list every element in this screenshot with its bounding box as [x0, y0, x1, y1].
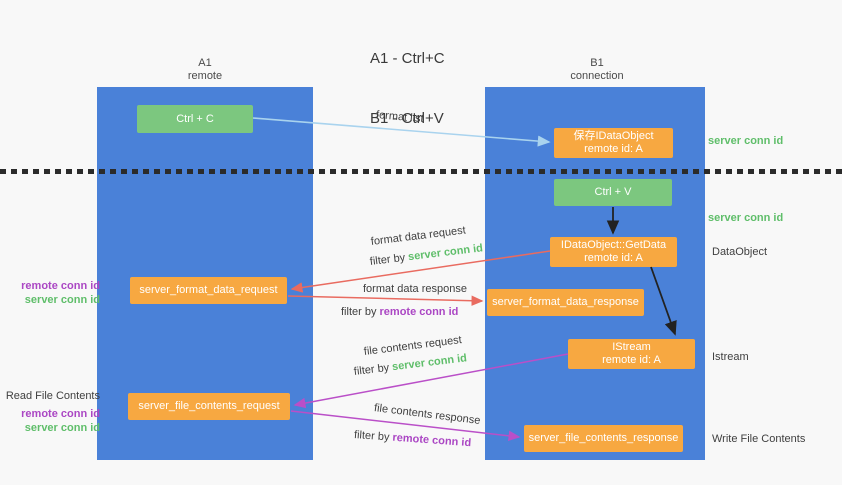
filter-by-text: filter by [353, 361, 393, 378]
lane-a1-name: A1 [198, 57, 212, 69]
node-ctrl-c: Ctrl + C [137, 105, 253, 133]
node-server-file-contents-request: server_file_contents_request [128, 393, 290, 420]
filter-by-text: filter by [369, 251, 409, 268]
node-save-idataobject-label: 保存IDataObject remote id: A [573, 130, 653, 156]
file-contents-response-filter-label: filter by remote conn id [354, 429, 472, 450]
lane-b1-name: B1 [590, 57, 604, 69]
server-conn-id-note: server conn id [24, 422, 100, 434]
node-server-file-contents-response-label: server_file_contents_response [528, 432, 679, 444]
lane-a1-subtitle: remote [187, 70, 223, 82]
format-request-conn-ids: remote conn id server conn id [0, 279, 100, 307]
lane-header-a1: A1 remote [155, 57, 255, 83]
node-istream-line2: remote id: A [602, 354, 661, 366]
format-data-response-label: format data response [363, 283, 467, 295]
lane-b1-subtitle: connection [570, 70, 624, 82]
node-idataobject-getdata-label: IDataObject::GetData remote id: A [561, 239, 666, 265]
node-ctrl-v-label: Ctrl + V [594, 186, 632, 198]
server-conn-id-note-top: server conn id [708, 135, 784, 147]
node-save-idataobject-line2: remote id: A [584, 143, 643, 155]
title-line-1: A1 - Ctrl+C [370, 50, 445, 67]
filter-by-text: filter by [341, 306, 380, 318]
read-file-contents-note: Read File Contents [5, 390, 100, 402]
node-server-format-data-request-label: server_format_data_request [139, 284, 278, 296]
remote-conn-id-text: remote conn id [392, 431, 472, 450]
file-request-conn-ids: remote conn id server conn id [0, 407, 100, 435]
node-server-format-data-request: server_format_data_request [130, 277, 287, 304]
node-idataobject-getdata-line1: IDataObject::GetData [560, 239, 667, 251]
node-idataobject-getdata: IDataObject::GetData remote id: A [550, 237, 677, 267]
server-conn-id-text: server conn id [391, 352, 468, 374]
dotted-separator [0, 169, 842, 174]
format-data-response-arrow [287, 295, 484, 306]
node-save-idataobject: 保存IDataObject remote id: A [554, 128, 673, 158]
node-istream-label: IStream remote id: A [602, 341, 661, 367]
format-data-response-filter-label: filter by remote conn id [341, 306, 458, 319]
remote-conn-id-note: remote conn id [21, 408, 100, 420]
node-server-file-contents-response: server_file_contents_response [524, 425, 683, 452]
node-ctrl-c-label: Ctrl + C [176, 112, 214, 125]
server-conn-id-note: server conn id [24, 294, 100, 306]
istream-note: Istream [712, 351, 749, 363]
dataobject-note: DataObject [712, 246, 768, 258]
diagram-title: A1 - Ctrl+C B1 - Ctrl+V [370, 9, 445, 169]
node-idataobject-getdata-line2: remote id: A [584, 252, 643, 264]
file-contents-response-label: file contents response [373, 402, 482, 428]
node-save-idataobject-line1: 保存IDataObject [573, 130, 654, 142]
filter-by-text: filter by [353, 429, 393, 444]
node-server-file-contents-request-label: server_file_contents_request [138, 400, 280, 412]
node-server-format-data-response-label: server_format_data_response [492, 296, 639, 308]
node-istream-line1: IStream [612, 341, 651, 353]
node-istream: IStream remote id: A [568, 339, 695, 369]
write-file-contents-note: Write File Contents [712, 433, 806, 445]
remote-conn-id-text: remote conn id [379, 306, 459, 318]
lane-header-b1: B1 connection [547, 57, 647, 83]
server-conn-id-text: server conn id [407, 242, 484, 264]
node-server-format-data-response: server_format_data_response [487, 289, 644, 316]
server-conn-id-note-mid: server conn id [708, 212, 784, 224]
node-ctrl-v: Ctrl + V [554, 179, 672, 206]
remote-conn-id-note: remote conn id [21, 280, 100, 292]
